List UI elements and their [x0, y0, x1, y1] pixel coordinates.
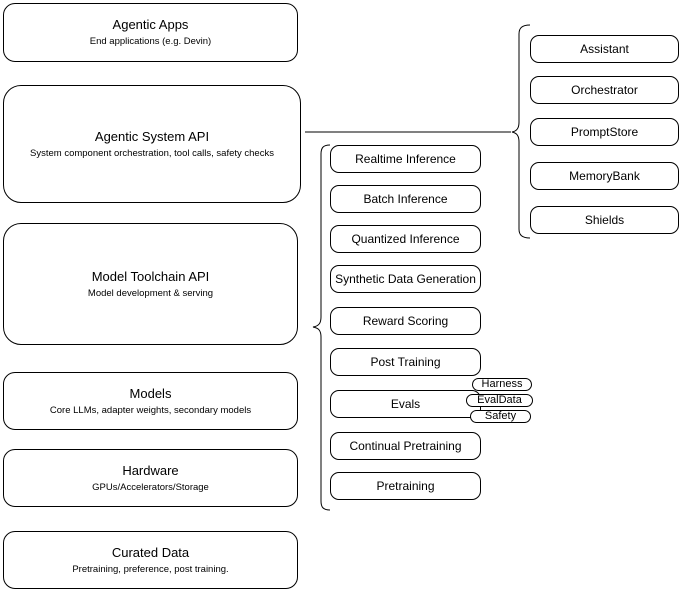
node-pretraining: Pretraining: [330, 472, 481, 500]
node-memorybank: MemoryBank: [530, 162, 679, 190]
pill-evaldata: EvalData: [466, 394, 533, 407]
node-agentic-apps: Agentic Apps End applications (e.g. Devi…: [3, 3, 298, 62]
node-hardware: Hardware GPUs/Accelerators/Storage: [3, 449, 298, 507]
node-promptstore: PromptStore: [530, 118, 679, 146]
node-continual-pretraining: Continual Pretraining: [330, 432, 481, 460]
node-models: Models Core LLMs, adapter weights, secon…: [3, 372, 298, 430]
node-label: Pretraining: [376, 479, 435, 493]
toolchain-brace: [312, 144, 331, 511]
node-subtitle: Model development & serving: [87, 287, 214, 299]
node-orchestrator: Orchestrator: [530, 76, 679, 104]
node-subtitle: Core LLMs, adapter weights, secondary mo…: [49, 404, 252, 416]
node-subtitle: GPUs/Accelerators/Storage: [92, 481, 209, 493]
node-label: Reward Scoring: [362, 314, 449, 328]
node-title: Model Toolchain API: [91, 268, 210, 284]
pill-label: EvalData: [477, 394, 522, 406]
node-synthetic-data-generation: Synthetic Data Generation: [330, 265, 481, 293]
node-label: Shields: [584, 213, 625, 227]
node-label: Quantized Inference: [351, 232, 460, 246]
node-assistant: Assistant: [530, 35, 679, 63]
node-batch-inference: Batch Inference: [330, 185, 481, 213]
node-shields: Shields: [530, 206, 679, 234]
node-title: Curated Data: [111, 544, 190, 560]
node-label: Post Training: [370, 355, 441, 369]
node-realtime-inference: Realtime Inference: [330, 145, 481, 173]
node-evals: Evals: [330, 390, 481, 418]
components-brace: [511, 24, 531, 239]
node-title: Agentic Apps: [112, 17, 189, 32]
node-agentic-system-api: Agentic System API System component orch…: [3, 85, 301, 203]
pill-safety: Safety: [470, 410, 531, 423]
node-title: Models: [129, 385, 172, 401]
node-reward-scoring: Reward Scoring: [330, 307, 481, 335]
node-label: MemoryBank: [569, 169, 640, 183]
node-label: Orchestrator: [571, 83, 638, 97]
node-title: Agentic System API: [94, 128, 210, 144]
node-title: Hardware: [122, 462, 179, 478]
node-subtitle: End applications (e.g. Devin): [89, 36, 212, 47]
node-quantized-inference: Quantized Inference: [330, 225, 481, 253]
node-curated-data: Curated Data Pretraining, preference, po…: [3, 531, 298, 589]
node-label: Synthetic Data Generation: [335, 272, 476, 286]
node-post-training: Post Training: [330, 348, 481, 376]
node-label: Continual Pretraining: [349, 439, 462, 453]
pill-harness: Harness: [472, 378, 532, 391]
node-subtitle: Pretraining, preference, post training.: [72, 563, 229, 575]
node-model-toolchain-api: Model Toolchain API Model development & …: [3, 223, 298, 345]
node-label: Evals: [390, 397, 421, 411]
node-label: Batch Inference: [363, 192, 448, 206]
node-label: Assistant: [580, 42, 629, 56]
pill-label: Harness: [481, 378, 523, 390]
node-label: PromptStore: [570, 125, 639, 139]
pill-label: Safety: [484, 410, 517, 422]
node-label: Realtime Inference: [355, 152, 456, 166]
node-subtitle: System component orchestration, tool cal…: [30, 147, 274, 159]
